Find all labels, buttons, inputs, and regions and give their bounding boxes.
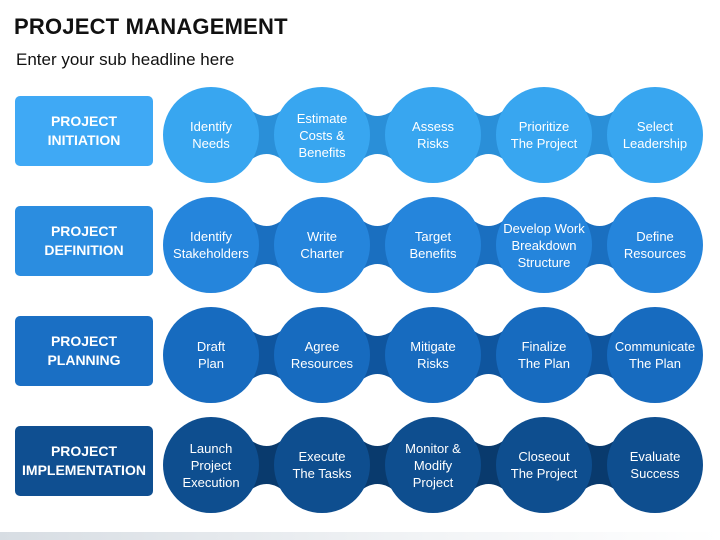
- step-text: Define Resources: [623, 229, 687, 261]
- step-circle: Closeout The Project: [496, 417, 592, 513]
- step-circle: Mitigate Risks: [385, 307, 481, 403]
- step-text: Prioritize The Project: [510, 119, 578, 151]
- step-circle: Identify Stakeholders: [163, 197, 259, 293]
- step-circle: Prioritize The Project: [496, 87, 592, 183]
- step-circle: Finalize The Plan: [496, 307, 592, 403]
- phase-label-planning: PROJECT PLANNING: [15, 316, 153, 386]
- row-implementation: PROJECT IMPLEMENTATION Launch Project Ex…: [0, 412, 720, 520]
- step-text: Write Charter: [300, 229, 344, 261]
- phase-label-line1: PROJECT: [50, 443, 118, 459]
- process-rows: PROJECT INITIATION Identify Needs Estima…: [0, 82, 720, 513]
- phase-label-line1: PROJECT: [50, 113, 118, 129]
- step-text: Draft Plan: [196, 339, 226, 371]
- phase-label-line2: INITIATION: [47, 132, 121, 148]
- phase-label-line2: IMPLEMENTATION: [22, 462, 146, 478]
- step-circle: Draft Plan: [163, 307, 259, 403]
- step-circle: Select Leadership: [607, 87, 703, 183]
- page-title: PROJECT MANAGEMENT: [14, 14, 288, 39]
- step-circle: Identify Needs: [163, 87, 259, 183]
- row-initiation: PROJECT INITIATION Identify Needs Estima…: [0, 82, 720, 190]
- step-text: Develop Work Breakdown Structure: [503, 220, 585, 270]
- step-circle: Execute The Tasks: [274, 417, 370, 513]
- step-circle: Communicate The Plan: [607, 307, 703, 403]
- step-chain-definition: Identify Stakeholders Write Charter Targ…: [160, 192, 720, 300]
- step-text: Communicate The Plan: [614, 339, 696, 371]
- step-text: Evaluate Success: [629, 449, 681, 481]
- step-text: Agree Resources: [290, 339, 354, 371]
- step-circle: Develop Work Breakdown Structure: [496, 197, 592, 293]
- step-text: Launch Project Execution: [182, 440, 240, 490]
- step-circle: Agree Resources: [274, 307, 370, 403]
- phase-label-implementation: PROJECT IMPLEMENTATION: [15, 426, 153, 496]
- step-circle: Launch Project Execution: [163, 417, 259, 513]
- step-text: Identify Stakeholders: [173, 229, 249, 261]
- step-text: Identify Needs: [190, 119, 232, 151]
- footer-bar: [0, 532, 720, 540]
- step-chain-initiation: Identify Needs Estimate Costs & Benefits…: [160, 82, 720, 190]
- step-text: Closeout The Project: [510, 449, 578, 481]
- phase-label-line2: DEFINITION: [44, 242, 124, 258]
- step-chain-implementation: Launch Project Execution Execute The Tas…: [160, 412, 720, 520]
- step-text: Select Leadership: [622, 119, 688, 151]
- phase-label-definition: PROJECT DEFINITION: [15, 206, 153, 276]
- step-circle: Monitor & Modify Project: [385, 417, 481, 513]
- step-text: Execute The Tasks: [292, 449, 352, 481]
- step-circle: Target Benefits: [385, 197, 481, 293]
- phase-label-initiation: PROJECT INITIATION: [15, 96, 153, 166]
- step-circle: Evaluate Success: [607, 417, 703, 513]
- phase-label-line1: PROJECT: [50, 333, 118, 349]
- step-circle: Write Charter: [274, 197, 370, 293]
- step-text: Estimate Costs & Benefits: [296, 110, 348, 160]
- step-circle: Assess Risks: [385, 87, 481, 183]
- step-text: Assess Risks: [412, 119, 454, 151]
- step-circle: Define Resources: [607, 197, 703, 293]
- step-chain-planning: Draft Plan Agree Resources Mitigate Risk…: [160, 302, 720, 410]
- step-text: Target Benefits: [409, 229, 457, 261]
- row-planning: PROJECT PLANNING Draft Plan Agree Resour…: [0, 302, 720, 410]
- row-definition: PROJECT DEFINITION Identify Stakeholders…: [0, 192, 720, 300]
- step-text: Mitigate Risks: [410, 339, 456, 371]
- step-circle: Estimate Costs & Benefits: [274, 87, 370, 183]
- phase-label-line1: PROJECT: [50, 223, 118, 239]
- page-subtitle: Enter your sub headline here: [16, 50, 235, 69]
- step-text: Monitor & Modify Project: [405, 440, 461, 490]
- phase-label-line2: PLANNING: [47, 352, 121, 368]
- step-text: Finalize The Plan: [517, 339, 571, 371]
